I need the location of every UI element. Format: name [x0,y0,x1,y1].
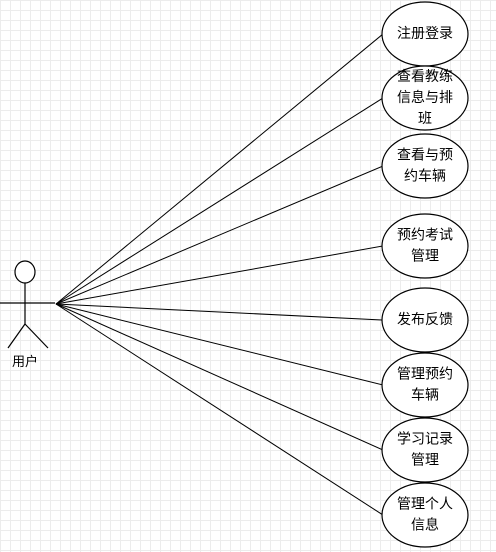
person-icon [0,260,55,349]
use-case-label: 管理个人 [397,497,453,513]
use-case-label: 管理 [411,453,439,469]
use-case-ellipse [381,417,469,483]
use-case-label: 查看教练 [397,69,453,85]
association-line [55,97,384,305]
use-case-ellipse [381,133,469,199]
association-line [55,303,384,386]
use-case-ellipse [381,482,469,548]
use-case-ellipse [381,287,469,353]
use-case-label: 注册登录 [397,26,453,42]
association-line [55,303,384,321]
use-case-ellipse [381,352,469,418]
association-line [55,165,384,305]
use-case-ellipse [381,65,469,131]
use-case-label: 学习记录 [397,432,453,448]
association-line [55,245,384,305]
use-case-label: 发布反馈 [397,312,453,328]
actor-user[interactable]: 用户 [0,260,55,370]
association-lines [55,33,384,516]
use-case-label: 班 [418,111,432,127]
use-case-node[interactable]: 发布反馈 [381,287,469,353]
use-case-label: 约车辆 [404,168,446,185]
use-case-ellipse [381,213,469,279]
use-case-label: 车辆 [411,387,439,404]
use-case-label: 管理 [411,249,439,265]
use-case-label: 管理预约 [397,367,453,383]
actor-label: 用户 [12,354,38,370]
use-case-group: 注册登录查看教练信息与排班查看与预约车辆预约考试管理发布反馈管理预约车辆学习记录… [381,1,469,548]
association-line [55,303,384,451]
use-case-label: 查看与预 [397,148,453,164]
association-line [55,303,384,516]
use-case-label: 信息与排 [397,89,453,106]
use-case-label: 信息 [411,517,439,534]
use-case-node[interactable]: 注册登录 [381,1,469,67]
association-line [55,33,384,305]
use-case-label: 预约考试 [397,228,453,244]
